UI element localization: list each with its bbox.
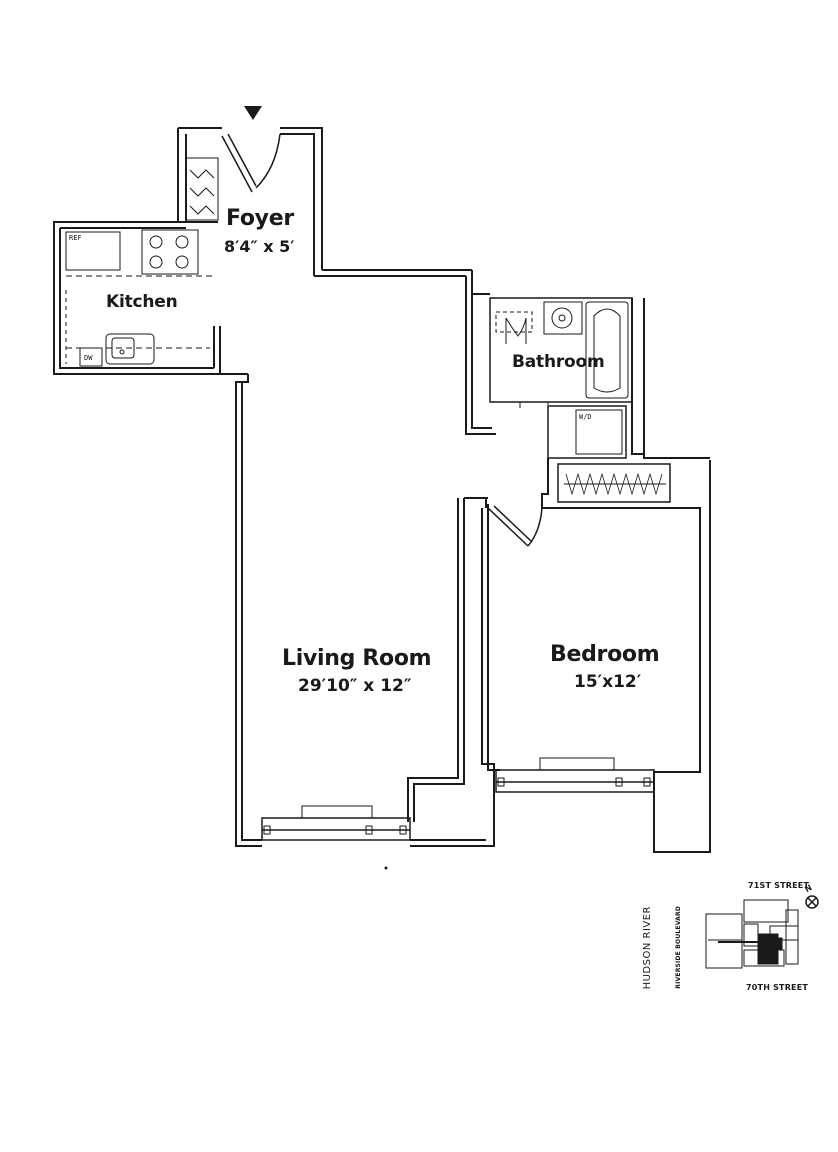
toilet [495, 311, 533, 344]
dishwasher [79, 347, 103, 367]
bathroom-fixtures [495, 301, 629, 399]
hudson-river-label: HUDSON RIVER [642, 906, 653, 990]
sink [105, 333, 155, 365]
bathroom-sink [543, 301, 583, 335]
bathroom-walls [465, 270, 710, 459]
bedroom-closet [557, 463, 671, 503]
bedroom-window [495, 757, 655, 793]
stove [141, 229, 199, 275]
living-room-walls [235, 374, 495, 847]
north-street-label: 71ST STREET [748, 881, 810, 890]
entry-arrow-icon [244, 106, 262, 120]
bedroom-label: Bedroom [550, 642, 660, 667]
bathtub [585, 301, 629, 399]
entry-door [221, 133, 281, 193]
foyer-walls [177, 127, 472, 277]
living-room-label: Living Room [282, 646, 432, 671]
compass-icon [805, 895, 819, 909]
bedroom-door [487, 505, 543, 547]
kitchen-appliances [65, 229, 212, 367]
foyer-dimensions: 8′4″ x 5′ [224, 237, 295, 256]
kitchen-label: Kitchen [106, 292, 178, 312]
washer-dryer-tag: W/D [579, 413, 592, 421]
riverside-boulevard-label: RIVERSIDE BOULEVARD [675, 906, 682, 989]
foyer-label: Foyer [226, 206, 294, 231]
washer-dryer [575, 409, 623, 455]
foyer-closet [185, 157, 219, 221]
refrigerator [65, 231, 121, 271]
dishwasher-tag: DW [84, 354, 93, 362]
south-street-label: 70TH STREET [746, 983, 809, 992]
living-room-window [261, 805, 411, 841]
locator-map [705, 895, 819, 969]
living-room-dimensions: 29′10″ x 12″ [298, 676, 412, 696]
kitchen-walls [53, 221, 248, 375]
bathroom-label: Bathroom [512, 352, 605, 372]
washer-dryer-closet [547, 405, 627, 459]
bedroom-dimensions: 15′x12′ [574, 672, 642, 692]
refrigerator-tag: REF [69, 234, 82, 242]
